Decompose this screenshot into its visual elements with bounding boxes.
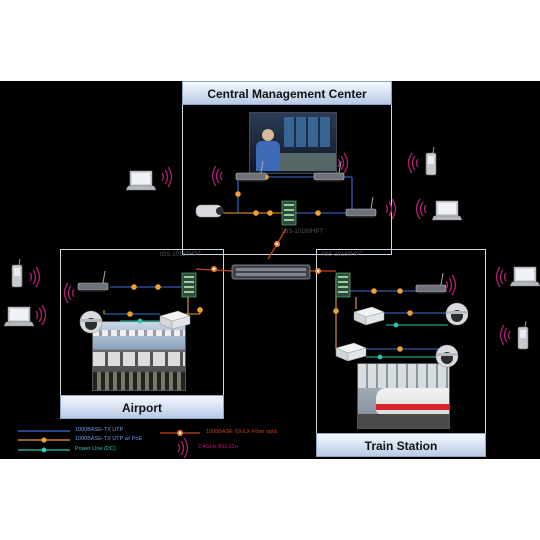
pda-right-top-icon bbox=[425, 146, 437, 176]
airport-photo bbox=[92, 321, 186, 391]
central-camera-icon bbox=[195, 204, 224, 218]
legend-fiber-label: 1000BASE-SX/LX Fiber optic bbox=[206, 429, 278, 435]
legend bbox=[18, 430, 200, 459]
legend-power-label: Power Line (DC) bbox=[75, 446, 116, 452]
legend-wlan-label: 2.4GHz 802.11n bbox=[198, 444, 238, 450]
central-management-title: Central Management Center bbox=[182, 81, 392, 105]
control-room-photo bbox=[249, 112, 337, 174]
train-poe-switch-icon bbox=[335, 272, 351, 298]
central-ap-left-icon bbox=[235, 160, 267, 182]
central-switch-model: IGS-10160HPT bbox=[282, 229, 324, 235]
train-switch-model: IGS-10160HPT bbox=[322, 252, 364, 258]
airport-utp-links bbox=[104, 286, 182, 315]
core-switch-icon bbox=[231, 264, 311, 280]
pda-left-icon bbox=[11, 258, 23, 288]
laptop-far-right-icon bbox=[509, 266, 540, 287]
wireless-signal-icons bbox=[29, 152, 511, 346]
central-poe-switch-icon bbox=[281, 200, 297, 226]
train-station-title: Train Station bbox=[316, 433, 486, 457]
airport-ap-icon bbox=[77, 270, 109, 292]
legend-utp-poe-label: 1000BASE-TX UTP w/ PoE bbox=[75, 436, 143, 442]
legend-utp-label: 1000BASE-TX UTP bbox=[75, 427, 124, 433]
airport-poe-links bbox=[103, 295, 201, 315]
train-power-links bbox=[366, 324, 448, 358]
diagram-graphics bbox=[3, 146, 540, 459]
train-media-converter-top-icon bbox=[353, 306, 385, 326]
central-ap-lower-icon bbox=[345, 196, 377, 218]
laptop-left-bottom-icon bbox=[3, 306, 35, 327]
train-camera-bottom-icon bbox=[435, 344, 459, 368]
airport-switch-model: IGS-10160HPT bbox=[160, 252, 202, 258]
laptop-right-icon bbox=[431, 200, 463, 221]
airport-camera-icon bbox=[79, 310, 103, 334]
network-diagram: Central Management Center IGS-10160HPT A… bbox=[0, 81, 540, 459]
pda-far-right-icon bbox=[517, 320, 529, 350]
airport-title: Airport bbox=[60, 395, 224, 419]
laptop-left-top-icon bbox=[125, 170, 157, 191]
connection-dots bbox=[127, 174, 413, 360]
airport-poe-switch-icon bbox=[181, 272, 197, 298]
train-media-converter-bottom-icon bbox=[335, 342, 367, 362]
train-ap-icon bbox=[415, 272, 447, 294]
train-camera-top-icon bbox=[445, 302, 469, 326]
train-station-photo bbox=[357, 363, 450, 429]
